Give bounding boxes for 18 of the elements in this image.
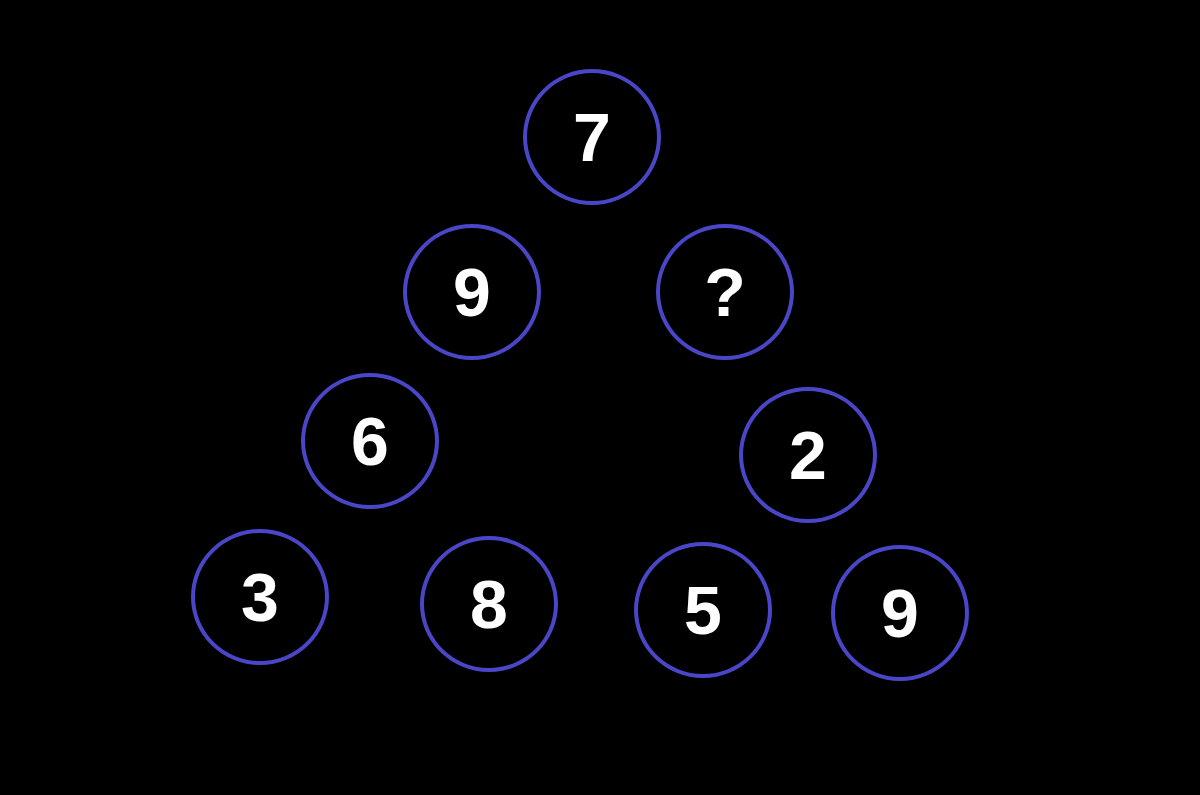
number-text: 2	[789, 421, 827, 489]
number-text: 8	[470, 570, 508, 638]
number-text: 3	[241, 563, 279, 631]
number-circle	[656, 224, 794, 360]
number-circle	[831, 545, 969, 681]
number-text: 7	[573, 103, 611, 171]
number-circle	[403, 224, 541, 360]
number-circle	[420, 536, 558, 672]
number-circle	[301, 373, 439, 509]
number-text: ?	[704, 258, 746, 326]
number-text: 9	[881, 579, 919, 647]
number-text: 6	[351, 407, 389, 475]
number-circle	[191, 529, 329, 665]
number-text: 5	[684, 576, 722, 644]
number-circle	[634, 542, 772, 678]
number-circle	[739, 387, 877, 523]
number-text: 9	[453, 258, 491, 326]
number-circle	[523, 69, 661, 205]
